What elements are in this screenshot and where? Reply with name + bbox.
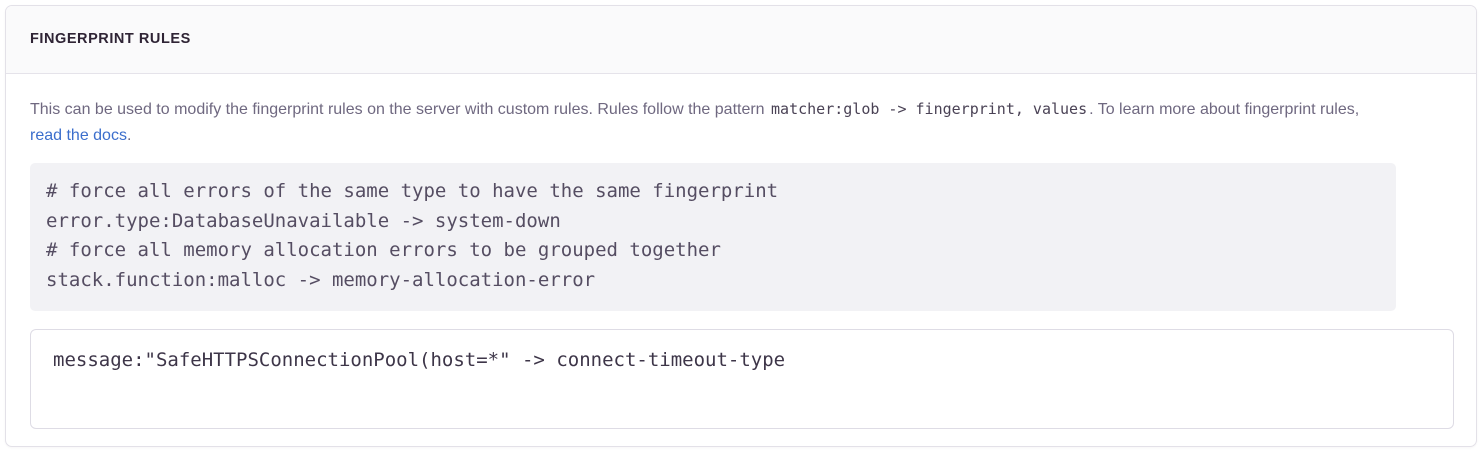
example-rules-code-block: # force all errors of the same type to h… <box>30 163 1396 311</box>
read-the-docs-link[interactable]: read the docs <box>30 127 127 144</box>
description-text: This can be used to modify the fingerpri… <box>30 96 1380 149</box>
fingerprint-rules-panel: FINGERPRINT RULES This can be used to mo… <box>5 5 1477 447</box>
description-part-1: This can be used to modify the fingerpri… <box>30 101 770 118</box>
description-part-3: . <box>126 127 132 144</box>
panel-header: FINGERPRINT RULES <box>6 6 1476 74</box>
fingerprint-rules-input[interactable] <box>30 329 1454 429</box>
inline-code-pattern: matcher:glob -> fingerprint, values <box>771 100 1088 118</box>
panel-body: This can be used to modify the fingerpri… <box>6 74 1476 429</box>
page-title: FINGERPRINT RULES <box>30 31 191 48</box>
description-part-2: . To learn more about fingerprint rules, <box>1089 101 1360 118</box>
